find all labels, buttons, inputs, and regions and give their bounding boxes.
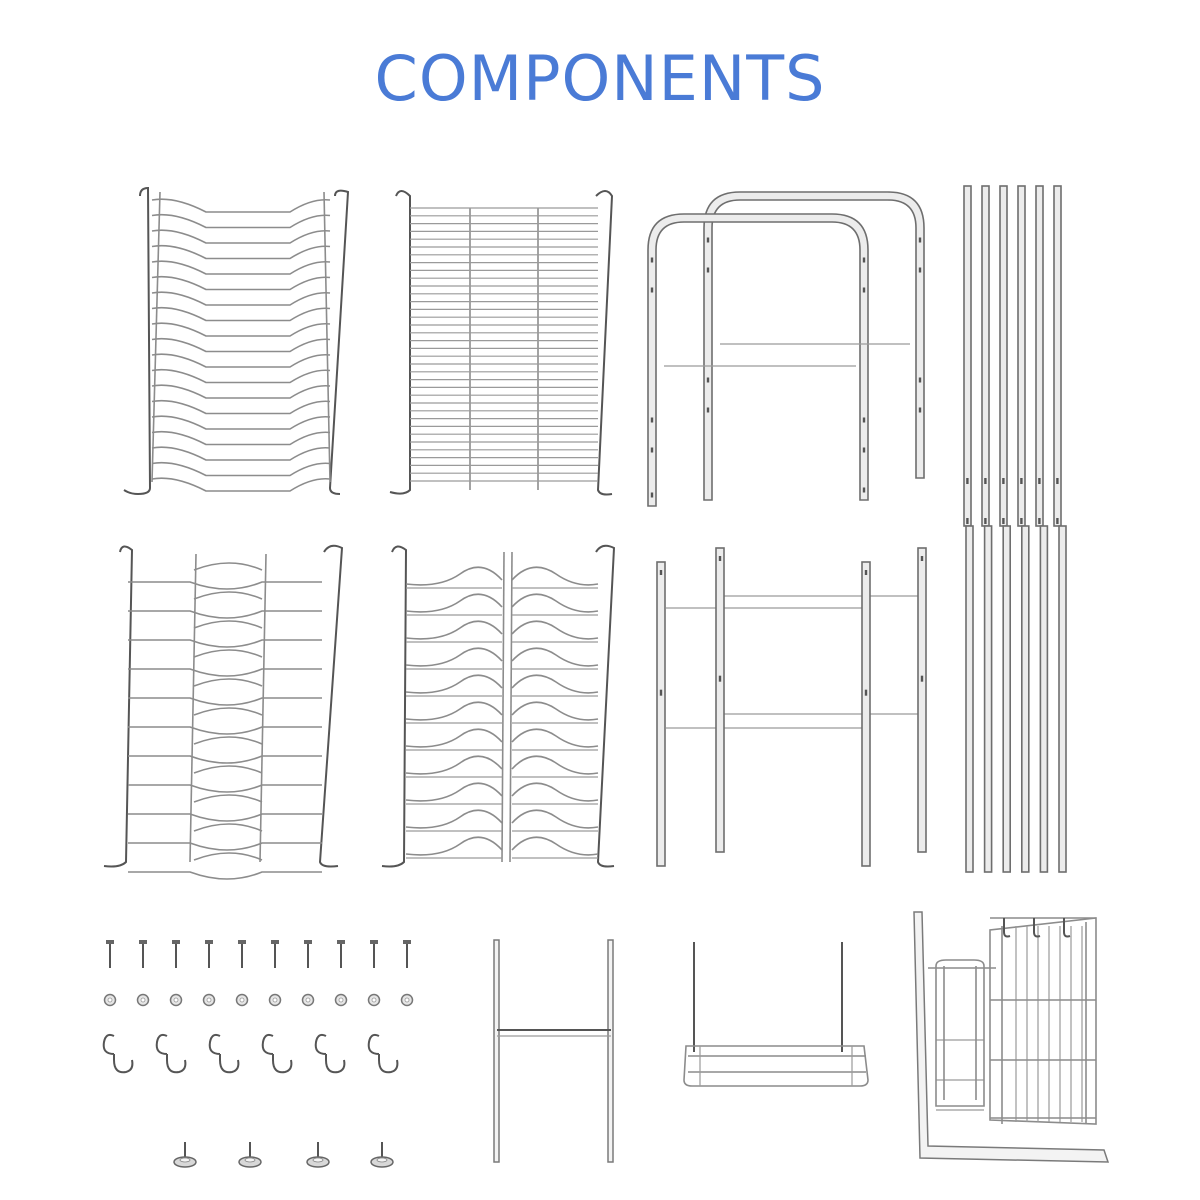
page-title: COMPONENTS [374,42,826,115]
basket-icon [683,942,869,1087]
side-frame-icon [656,547,927,867]
hardware-icon [102,940,414,1168]
plate-rack-icon [103,544,344,880]
pole-icon [963,185,1067,873]
utensil-holder-icon [913,911,1110,1163]
u-bracket-icon [493,939,614,1163]
cup-rack-icon [123,186,350,496]
bowl-rack-icon [381,544,616,868]
mesh-shelf-icon [389,190,614,496]
u-frame-icon [647,191,925,507]
